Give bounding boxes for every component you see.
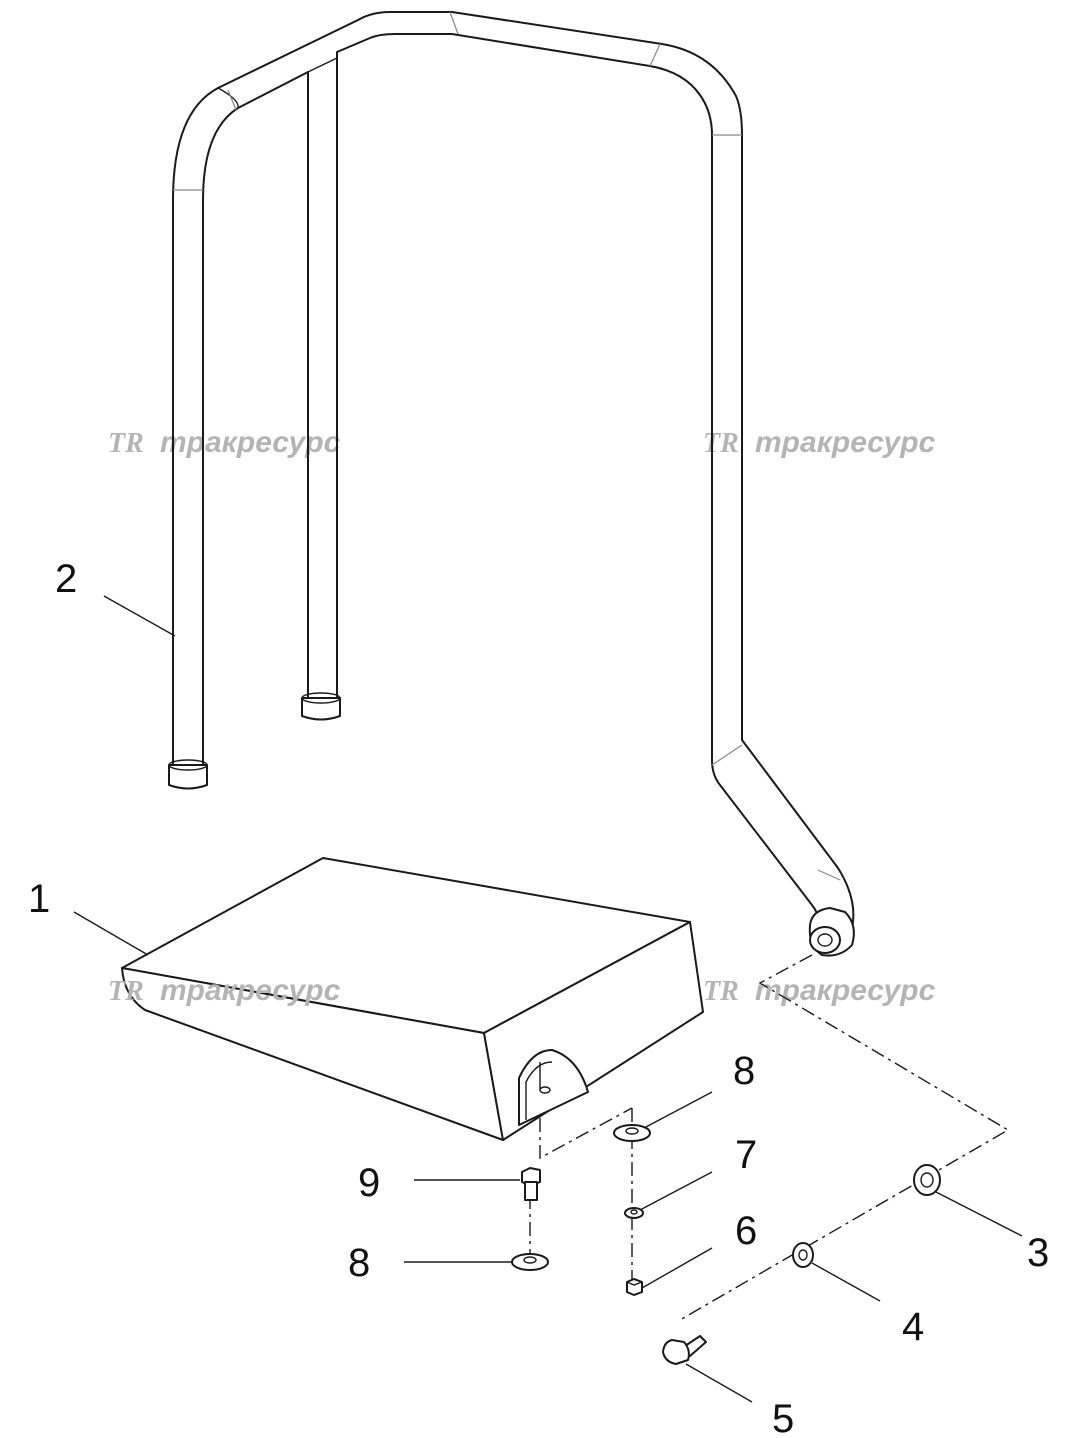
mounting-eye — [808, 907, 855, 957]
bolt-5 — [662, 1335, 707, 1365]
handrail-tube — [168, 11, 855, 957]
washer-3 — [913, 1164, 941, 1196]
callout-washer-8-upper: 8 — [733, 1049, 755, 1093]
callout-lock-washer-4: 4 — [902, 1305, 924, 1349]
lock-washer-4 — [792, 1242, 814, 1268]
callout-bolt-5: 5 — [772, 1397, 794, 1438]
leg-cap-left — [168, 764, 208, 790]
watermark-text: тракресурс — [755, 974, 936, 1007]
washer-8-upper — [613, 1124, 651, 1142]
watermark-logo: TR — [703, 428, 739, 459]
nut-6 — [626, 1278, 643, 1296]
watermark-text: тракресурс — [160, 974, 341, 1007]
watermark-top-right: TR тракресурс — [703, 426, 936, 459]
watermark-bottom-left: TR тракресурс — [108, 974, 341, 1007]
watermark-logo: TR — [108, 976, 144, 1007]
leg-cap-middle — [301, 697, 341, 721]
callout-bolt-9: 9 — [358, 1161, 380, 1205]
callout-washer-8-lower: 8 — [348, 1241, 370, 1285]
leader-lines — [73, 595, 1023, 1403]
watermark-text: тракресурс — [755, 426, 936, 459]
callout-lock-washer-7: 7 — [735, 1133, 757, 1177]
watermark-top-left: TR тракресурс — [108, 426, 341, 459]
callout-nut-6: 6 — [735, 1209, 757, 1253]
watermark-logo: TR — [108, 428, 144, 459]
watermark-bottom-right: TR тракресурс — [703, 974, 936, 1007]
callout-step: 1 — [28, 877, 50, 921]
lock-washer-7 — [624, 1207, 644, 1219]
watermark-text: тракресурс — [160, 426, 341, 459]
washer-8-lower — [511, 1253, 549, 1271]
callout-washer-3: 3 — [1027, 1231, 1049, 1275]
bolt-9 — [521, 1167, 541, 1201]
step-platform — [121, 857, 704, 1141]
watermark-logo: TR — [703, 976, 739, 1007]
callout-handrail: 2 — [55, 557, 77, 601]
